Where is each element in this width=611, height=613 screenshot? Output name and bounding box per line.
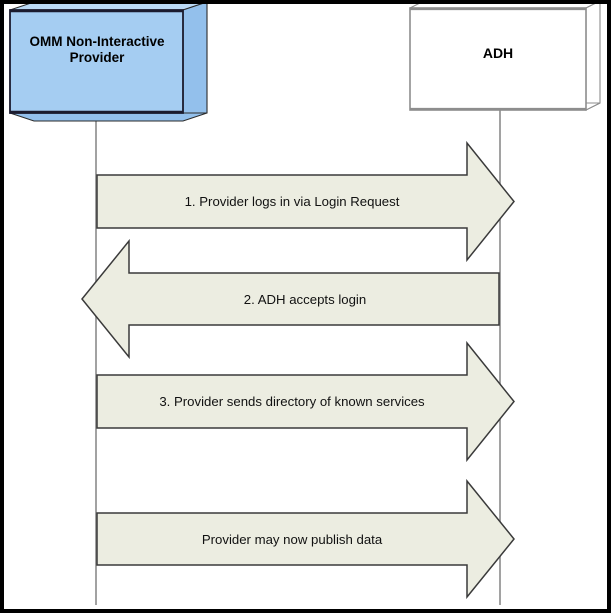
message-arrow-2[interactable] bbox=[81, 238, 500, 360]
participant-box-adh[interactable] bbox=[409, 0, 601, 111]
provider-box-front-face bbox=[9, 9, 184, 114]
message-arrow-1[interactable] bbox=[96, 140, 515, 263]
adh-box-top-face bbox=[409, 0, 601, 9]
message-arrow-4[interactable] bbox=[96, 478, 515, 600]
provider-box-top-face bbox=[9, 1, 208, 11]
participant-box-provider[interactable] bbox=[9, 1, 208, 122]
provider-box-bottom-face bbox=[9, 112, 208, 122]
adh-box-front-face bbox=[409, 7, 587, 111]
message-arrow-3[interactable] bbox=[96, 340, 515, 463]
provider-box-side-face bbox=[182, 1, 208, 114]
adh-box-side-face bbox=[585, 0, 601, 111]
messages-layer bbox=[81, 140, 515, 600]
